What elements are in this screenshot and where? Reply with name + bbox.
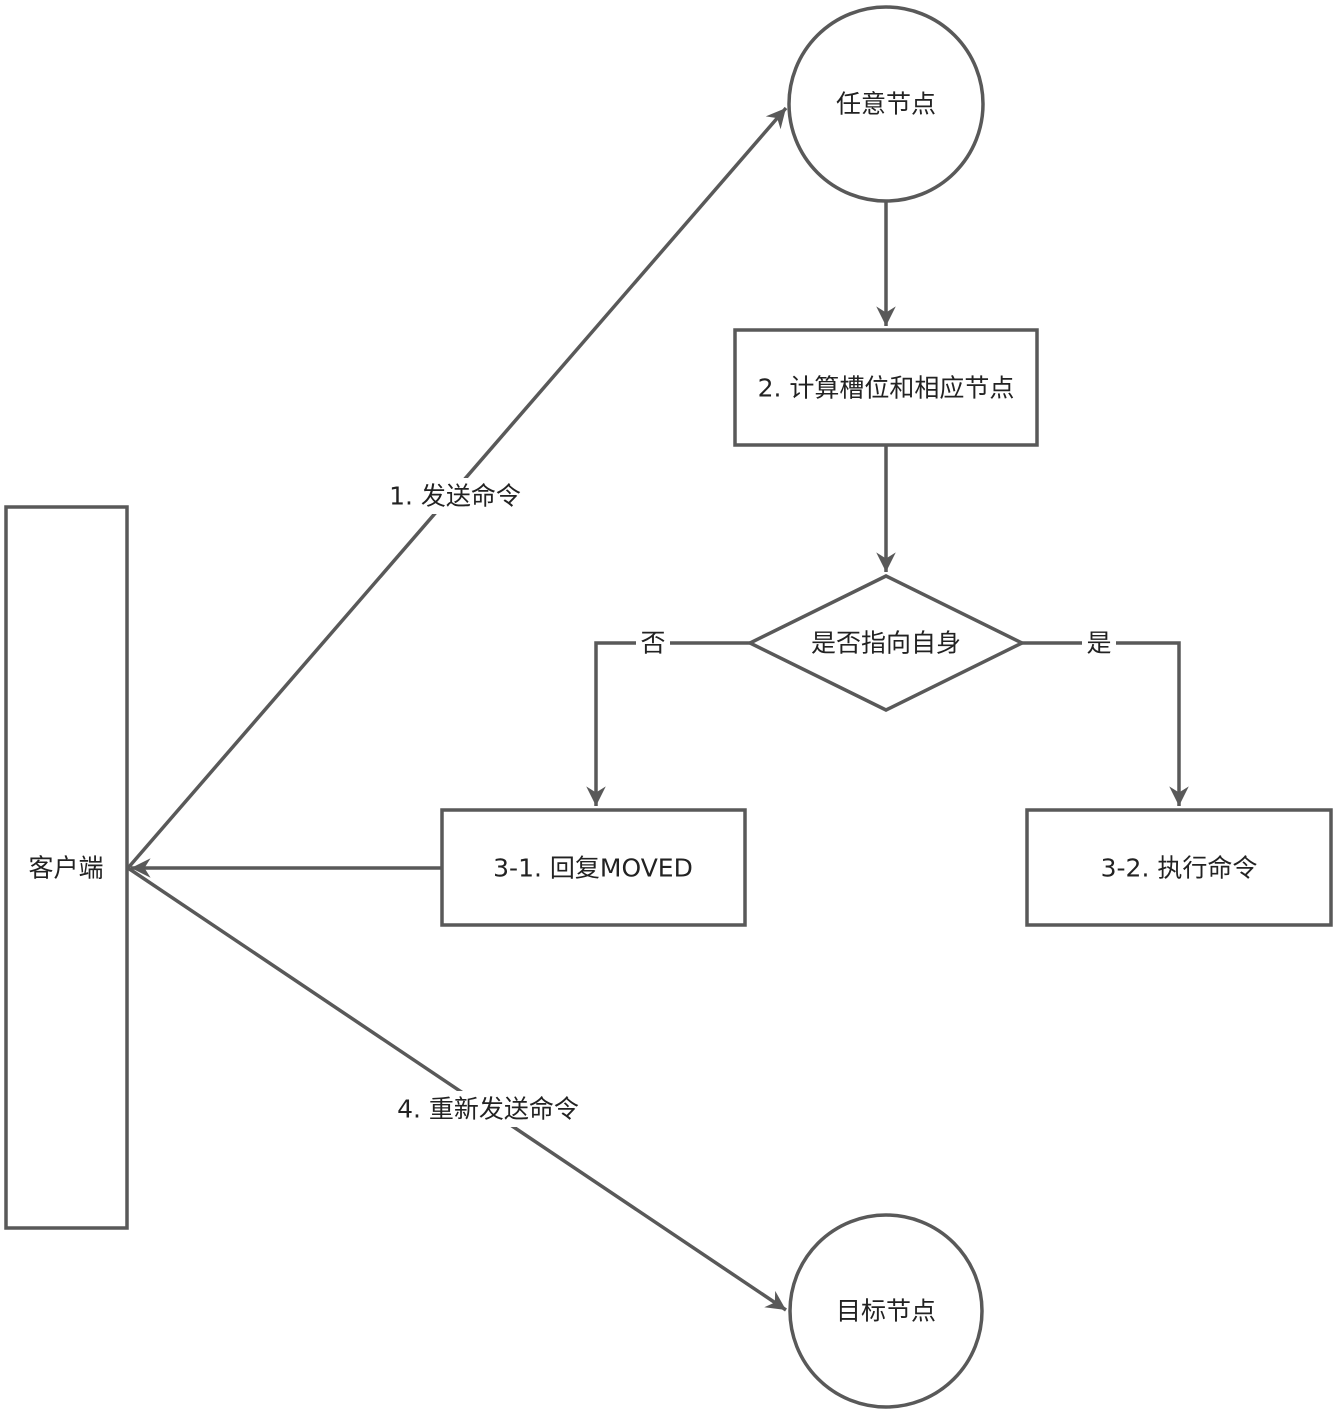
target-node-circle (788, 1213, 984, 1409)
no-label-bg (636, 627, 670, 661)
reply-moved-label: 3-1. 回复MOVED (493, 854, 693, 883)
yes-label-bg (1082, 627, 1116, 661)
client-label: 客户端 (28, 854, 103, 883)
edges (126, 106, 1189, 1312)
resend-label: 4. 重新发送命令 (397, 1095, 579, 1124)
compute-label: 2. 计算槽位和相应节点 (758, 374, 1015, 403)
send-label-bg (382, 478, 528, 514)
edge-labels: 1. 发送命令 否 是 4. 重新发送命令 (382, 478, 1116, 1127)
decision-label: 是否指向自身 (811, 629, 961, 658)
reply-moved-box (440, 808, 747, 927)
decision-diamond (746, 574, 1026, 712)
compute-box (733, 328, 1039, 447)
execute-label: 3-2. 执行命令 (1101, 854, 1258, 883)
yes-label: 是 (1086, 629, 1111, 658)
send-label: 1. 发送命令 (389, 482, 521, 511)
any-node-circle (787, 5, 985, 203)
no-label: 否 (640, 629, 665, 658)
edge-decision-yes (1022, 641, 1189, 806)
client-box (4, 505, 129, 1230)
nodes: 客户端 任意节点 2. 计算槽位和相应节点 是否指向自身 3-1. 回复MOVE… (4, 5, 1333, 1409)
target-node-label: 目标节点 (836, 1297, 936, 1326)
execute-box (1025, 808, 1333, 927)
edge-decision-no (586, 641, 750, 806)
resend-label-bg (386, 1091, 590, 1127)
any-node-label: 任意节点 (836, 90, 936, 119)
edge-resend-command (127, 866, 787, 1312)
